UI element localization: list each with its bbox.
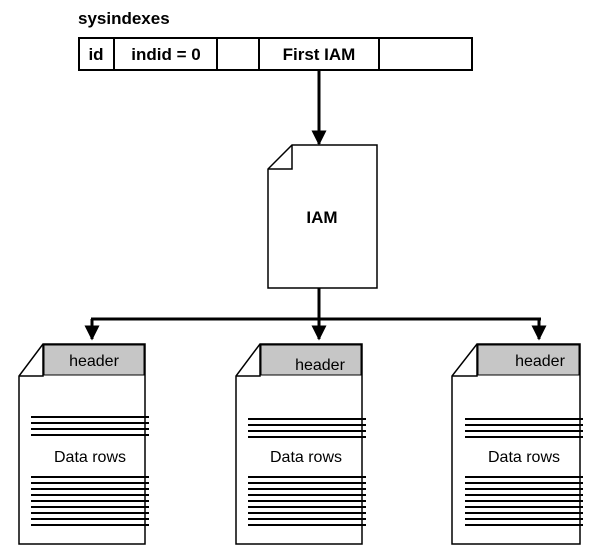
- page-header-bar: [477, 344, 580, 376]
- branch-connectors: [84, 288, 547, 341]
- sysindexes-row: id indid = 0 First IAM: [78, 37, 473, 71]
- data-row-lines-bottom: [248, 476, 366, 526]
- iam-page: IAM: [267, 144, 378, 289]
- page-header-label: header: [515, 353, 565, 370]
- data-rows-label: Data rows: [270, 449, 342, 466]
- data-page-2: header Data rows: [235, 343, 366, 545]
- page-header-label: header: [69, 353, 119, 370]
- page-header-label: header: [295, 357, 345, 374]
- data-rows-label: Data rows: [54, 449, 126, 466]
- data-row-lines-top: [31, 416, 149, 436]
- data-row-lines-top: [248, 418, 366, 438]
- data-row-lines-top: [465, 418, 583, 438]
- data-page-3: header Data rows: [451, 343, 583, 545]
- data-page-1: header Data rows: [18, 343, 149, 545]
- iam-label: IAM: [306, 208, 337, 227]
- data-row-lines-bottom: [465, 476, 583, 526]
- cell-indid: indid = 0: [131, 45, 200, 64]
- table-title: sysindexes: [78, 9, 170, 28]
- cell-first-iam: First IAM: [283, 45, 356, 64]
- cell-id: id: [88, 45, 103, 64]
- data-rows-label: Data rows: [488, 449, 560, 466]
- page-header-bar: [260, 344, 362, 376]
- data-row-lines-bottom: [31, 476, 149, 526]
- page-header-bar: [43, 344, 145, 376]
